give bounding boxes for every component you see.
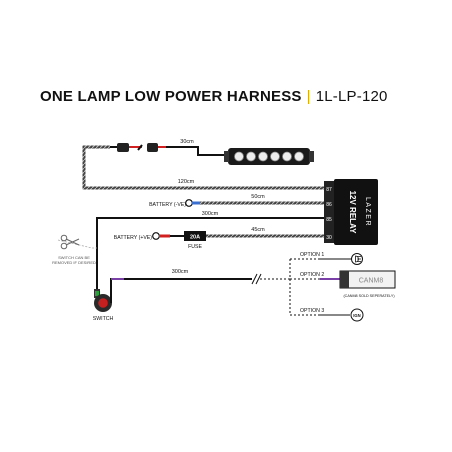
label-switch: SWITCH — [93, 316, 114, 322]
label-fuse: FUSE — [188, 244, 202, 250]
length-battery-pos: 45cm — [251, 227, 265, 233]
wire-break-mark — [251, 273, 262, 285]
wire-connector-to-lamp — [166, 146, 225, 156]
title-main: ONE LAMP LOW POWER HARNESS — [40, 88, 302, 105]
switch — [94, 289, 112, 312]
label-option-2: OPTION 2 — [300, 272, 324, 278]
switch-bypass-line — [57, 239, 97, 249]
label-battery-pos: BATTERY (+VE) — [114, 235, 152, 241]
battery-neg-terminal — [185, 199, 200, 207]
length-option-run: 300cm — [172, 269, 189, 275]
deutsch-connector — [110, 143, 166, 152]
connector-plug-left — [117, 143, 129, 152]
label-option-1: OPTION 1 — [300, 252, 324, 258]
lamp-led — [294, 151, 304, 162]
relay-pin-block — [324, 181, 334, 243]
relay-pin-86: 86 — [326, 202, 332, 208]
connector-plug-right — [147, 143, 158, 152]
length-switch-run: 300cm — [202, 211, 219, 217]
switch-note-line-1: SWITCH CAN BE — [58, 255, 90, 260]
wire-option-run — [110, 278, 252, 303]
label-option-3: OPTION 3 — [300, 308, 324, 314]
switch-note-line-2: REMOVED IF DESIRED — [52, 260, 96, 265]
switch-button — [98, 298, 108, 308]
relay: 87 86 85 30 12V RELAY LAZER — [324, 179, 378, 245]
relay-pin-30: 30 — [326, 235, 332, 241]
length-lamp-loop: 120cm — [178, 179, 195, 185]
relay-pin-87: 87 — [326, 187, 332, 193]
relay-body — [334, 179, 378, 245]
ignition-icon: IGN — [350, 308, 364, 322]
relay-pin-85: 85 — [326, 217, 332, 223]
lamp-led — [270, 151, 280, 162]
canm8-label: CANM8 — [359, 278, 384, 285]
canm8-connector — [340, 271, 349, 288]
canm8-note: (CANM8 SOLD SEPERATELY) — [343, 294, 394, 298]
length-connector-to-lamp: 30cm — [180, 139, 194, 145]
light-bar — [224, 148, 314, 165]
wire-lamp-loop — [82, 145, 324, 190]
lamp-led — [258, 151, 268, 162]
wire-switch-run — [96, 217, 324, 298]
headlight-icon — [351, 253, 363, 265]
lamp-led — [234, 151, 244, 162]
lamp-led — [246, 151, 256, 162]
scissors-icon — [60, 234, 80, 250]
battery-pos-terminal — [152, 232, 170, 240]
diagram-title: ONE LAMP LOW POWER HARNESS|1L-LP-120 — [40, 88, 388, 105]
fuse-holder — [184, 231, 206, 241]
relay-name: 12V RELAY — [348, 191, 357, 235]
length-battery-neg: 50cm — [251, 194, 265, 200]
fuse-rating: 20A — [190, 235, 200, 241]
lamp-led — [282, 151, 292, 162]
title-code: 1L-LP-120 — [315, 88, 388, 105]
label-ign: IGN — [353, 313, 360, 318]
title-separator: | — [306, 88, 311, 105]
label-battery-neg: BATTERY (-VE) — [149, 202, 186, 208]
relay-brand: LAZER — [364, 197, 371, 227]
